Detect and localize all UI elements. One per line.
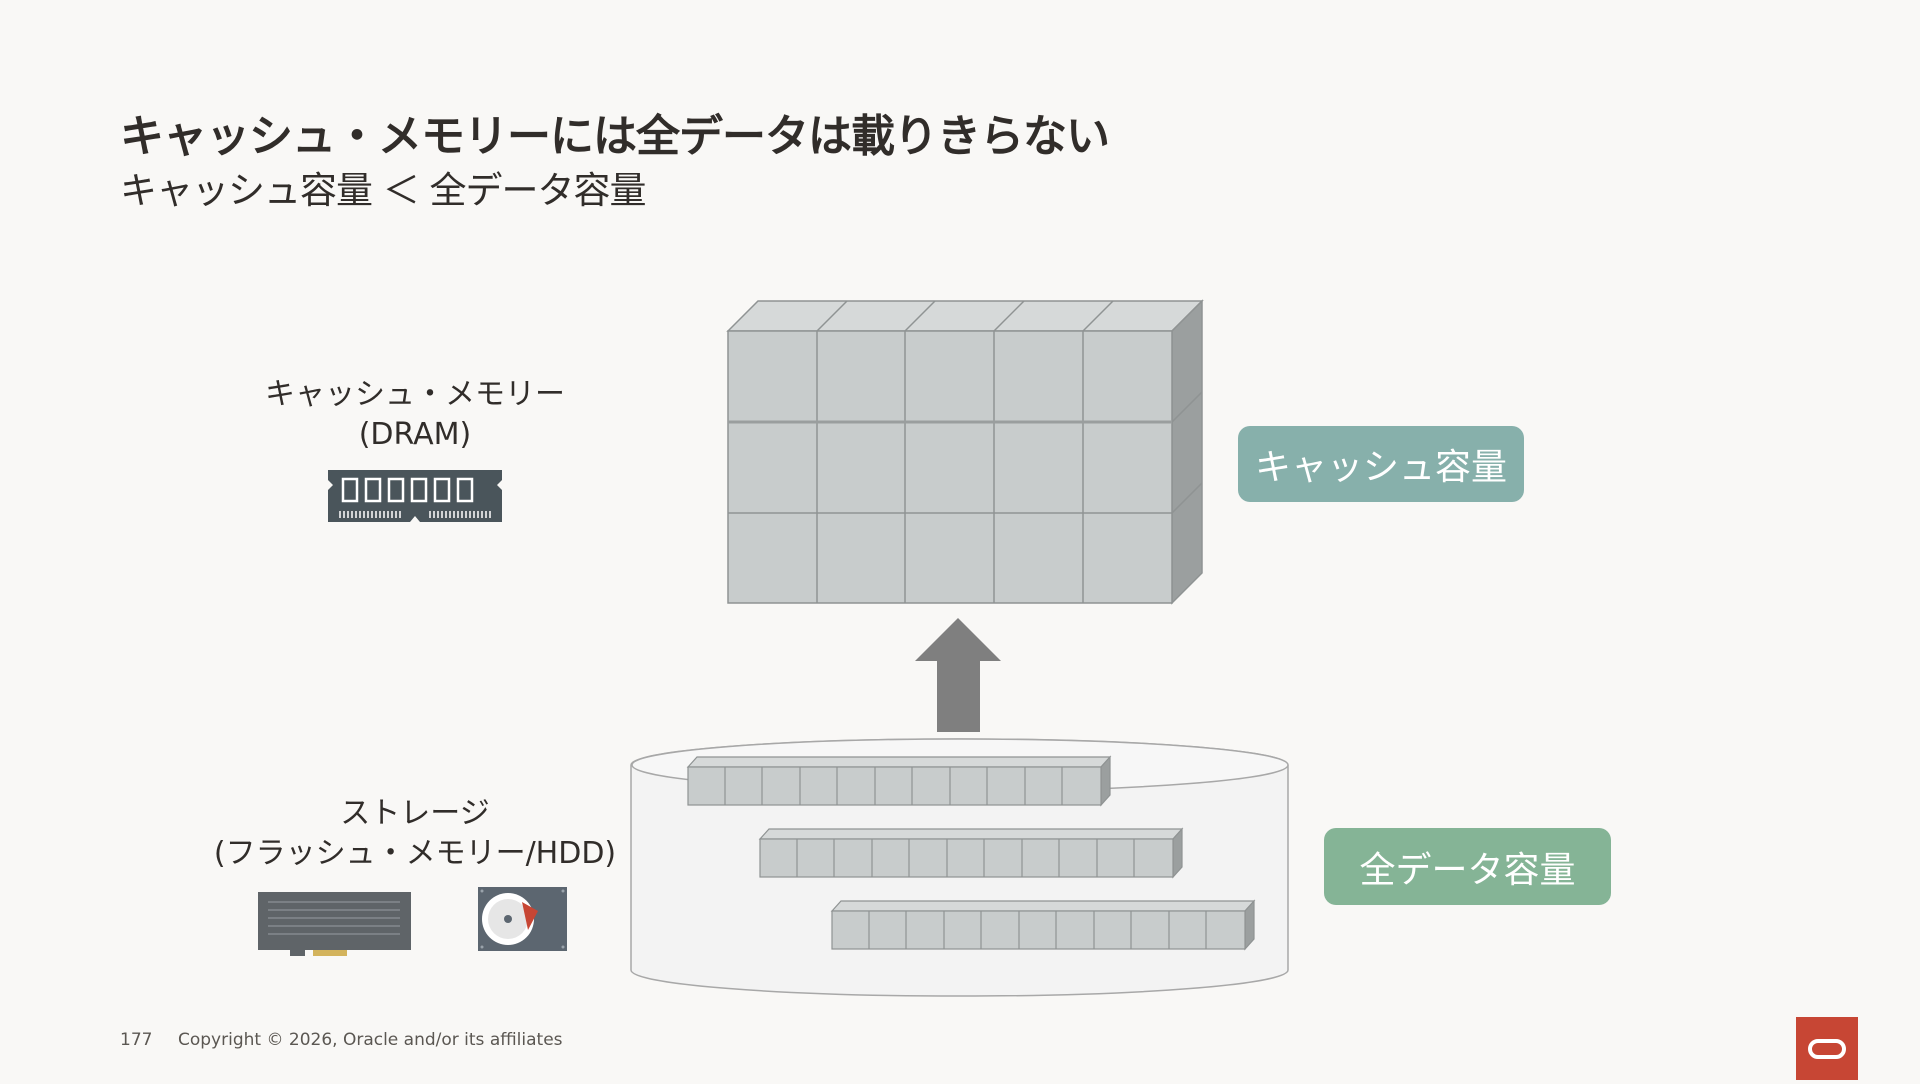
slide-subtitle: キャッシュ容量 ＜ 全データ容量 bbox=[120, 169, 647, 212]
storage-label: ストレージ (フラッシュ・メモリー/HDD) bbox=[210, 794, 620, 874]
cache-memory-type: (DRAM) bbox=[358, 417, 472, 452]
copyright: Copyright © 2026, Oracle and/or its affi… bbox=[178, 1030, 563, 1050]
flash-card-icon bbox=[258, 892, 411, 956]
cache-block-grid bbox=[728, 331, 1172, 603]
storage-type: (フラッシュ・メモリー/HDD) bbox=[213, 836, 617, 871]
cache-block-side bbox=[1171, 299, 1203, 605]
hard-disk-icon bbox=[478, 887, 567, 951]
dram-module-icon bbox=[328, 470, 502, 522]
slide-title: キャッシュ・メモリーには全データは載りきらない bbox=[120, 111, 1110, 162]
cache-capacity-badge: キャッシュ容量 bbox=[1238, 426, 1524, 502]
cache-memory-label: キャッシュ・メモリー (DRAM) bbox=[250, 375, 580, 455]
storage-row-1 bbox=[686, 755, 1112, 807]
page-number: 177 bbox=[120, 1030, 153, 1050]
cache-block-top bbox=[726, 300, 1204, 332]
storage-name: ストレージ bbox=[340, 796, 490, 831]
storage-row-3 bbox=[830, 899, 1256, 951]
total-capacity-badge: 全データ容量 bbox=[1324, 828, 1611, 905]
cache-block-front bbox=[727, 330, 1173, 604]
up-arrow bbox=[915, 618, 1001, 732]
cache-memory-name: キャッシュ・メモリー bbox=[265, 377, 565, 412]
oracle-logo bbox=[1796, 1017, 1858, 1080]
storage-row-2 bbox=[758, 827, 1184, 879]
cache-block-top-dividers bbox=[816, 300, 1203, 514]
